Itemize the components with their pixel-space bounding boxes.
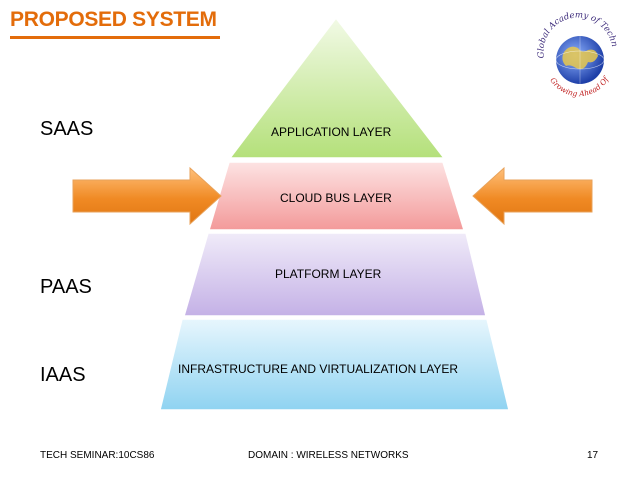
right-arrow — [472, 166, 593, 226]
application-layer-label: APPLICATION LAYER — [271, 125, 392, 139]
footer-center: DOMAIN : WIRELESS NETWORKS — [248, 450, 409, 461]
page-number: 17 — [587, 450, 599, 461]
college-logo: Global Academy of Technology Growing Ahe… — [528, 6, 619, 98]
left-arrow — [72, 166, 222, 226]
application-layer-shape — [228, 16, 446, 159]
footer-left: TECH SEMINAR:10CS86 — [40, 450, 155, 461]
iaas-label: IAAS — [40, 364, 86, 386]
saas-label: SAAS — [40, 118, 94, 140]
infrastructure-layer-label: INFRASTRUCTURE AND VIRTUALIZATION LAYER — [178, 362, 459, 376]
platform-layer-label: PLATFORM LAYER — [275, 267, 382, 281]
paas-label: PAAS — [40, 276, 92, 298]
cloud-bus-layer-shape — [207, 161, 466, 231]
infrastructure-layer-shape — [159, 318, 510, 411]
page-title: PROPOSED SYSTEM — [10, 8, 217, 31]
platform-layer-shape — [183, 232, 487, 317]
title-underline — [10, 36, 220, 39]
cloud-bus-layer-label: CLOUD BUS LAYER — [280, 191, 392, 205]
